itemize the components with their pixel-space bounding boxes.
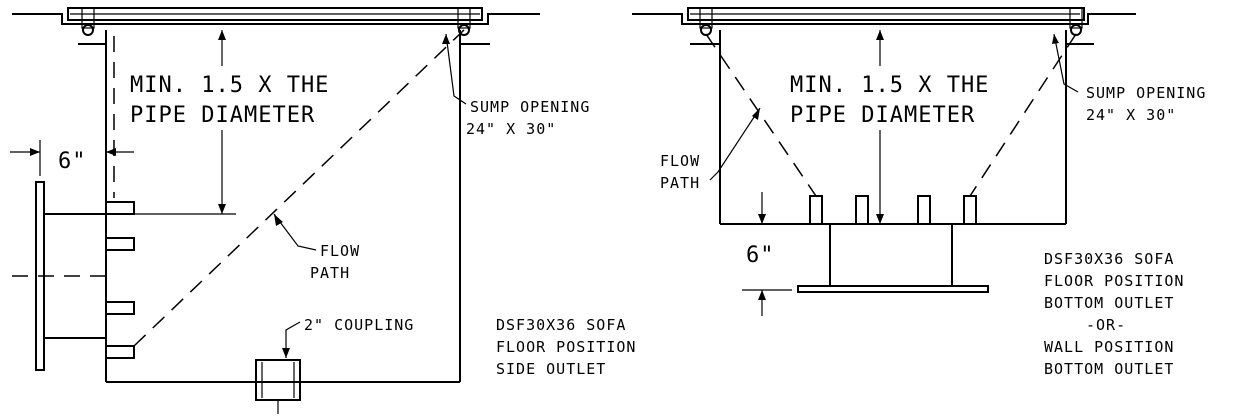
left-sump-opening-line2: 24" X 30" <box>466 120 556 138</box>
right-sump-body <box>690 30 1094 225</box>
left-clearance-line1: MIN. 1.5 X THE <box>130 73 329 98</box>
right-pipe-stubs <box>809 195 977 225</box>
right-caption-line6: BOTTOM OUTLET <box>1044 360 1174 378</box>
left-sump-opening-line1: SUMP OPENING <box>470 98 590 116</box>
left-clearance-dimension <box>112 30 236 215</box>
left-coupling <box>255 321 301 414</box>
left-flow-path-leader <box>273 213 317 251</box>
left-floor-frame <box>12 7 540 36</box>
right-offset-label: 6" <box>746 243 775 268</box>
right-floor-frame <box>632 7 1136 36</box>
right-caption-line2: FLOOR POSITION <box>1044 272 1184 290</box>
right-flow-label-line2: PATH <box>660 174 700 192</box>
left-caption-line3: SIDE OUTLET <box>496 360 606 378</box>
right-flow-path-leader <box>709 107 761 181</box>
left-sump-body <box>78 30 490 383</box>
right-flow-label-line1: FLOW <box>660 152 700 170</box>
right-sump-opening-line2: 24" X 30" <box>1086 106 1176 124</box>
left-caption-line2: FLOOR POSITION <box>496 338 636 356</box>
right-offset-dimension <box>742 192 792 316</box>
right-bottom-outlet <box>797 224 989 293</box>
left-view: MIN. 1.5 X THE PIPE DIAMETER 6" SUMP OPE… <box>10 7 636 414</box>
right-clearance-dimension <box>876 30 884 224</box>
right-flow-path-line-right <box>969 33 1077 197</box>
right-sump-opening-leader <box>1053 33 1079 93</box>
right-caption-line5: WALL POSITION <box>1044 338 1174 356</box>
left-flow-label-line2: PATH <box>310 264 350 282</box>
left-offset-dimension <box>10 140 134 176</box>
left-side-outlet-pipe <box>12 181 106 371</box>
left-offset-label: 6" <box>58 149 87 174</box>
right-caption-line1: DSF30X36 SOFA <box>1044 250 1174 268</box>
right-clearance-line1: MIN. 1.5 X THE <box>790 73 989 98</box>
left-clearance-line2: PIPE DIAMETER <box>130 103 315 128</box>
right-clearance-line2: PIPE DIAMETER <box>790 103 975 128</box>
left-coupling-label: 2" COUPLING <box>304 316 414 334</box>
left-sump-opening-leader <box>445 33 467 105</box>
right-caption-line3: BOTTOM OUTLET <box>1044 294 1174 312</box>
right-view: MIN. 1.5 X THE PIPE DIAMETER 6" SUMP OPE… <box>632 7 1206 378</box>
left-pipe-stubs <box>106 201 135 359</box>
right-flow-path-line-left <box>705 33 817 197</box>
left-flow-label-line1: FLOW <box>320 242 360 260</box>
right-sump-opening-line1: SUMP OPENING <box>1086 84 1206 102</box>
left-caption-line1: DSF30X36 SOFA <box>496 316 626 334</box>
right-caption-line4: -OR- <box>1086 316 1126 334</box>
